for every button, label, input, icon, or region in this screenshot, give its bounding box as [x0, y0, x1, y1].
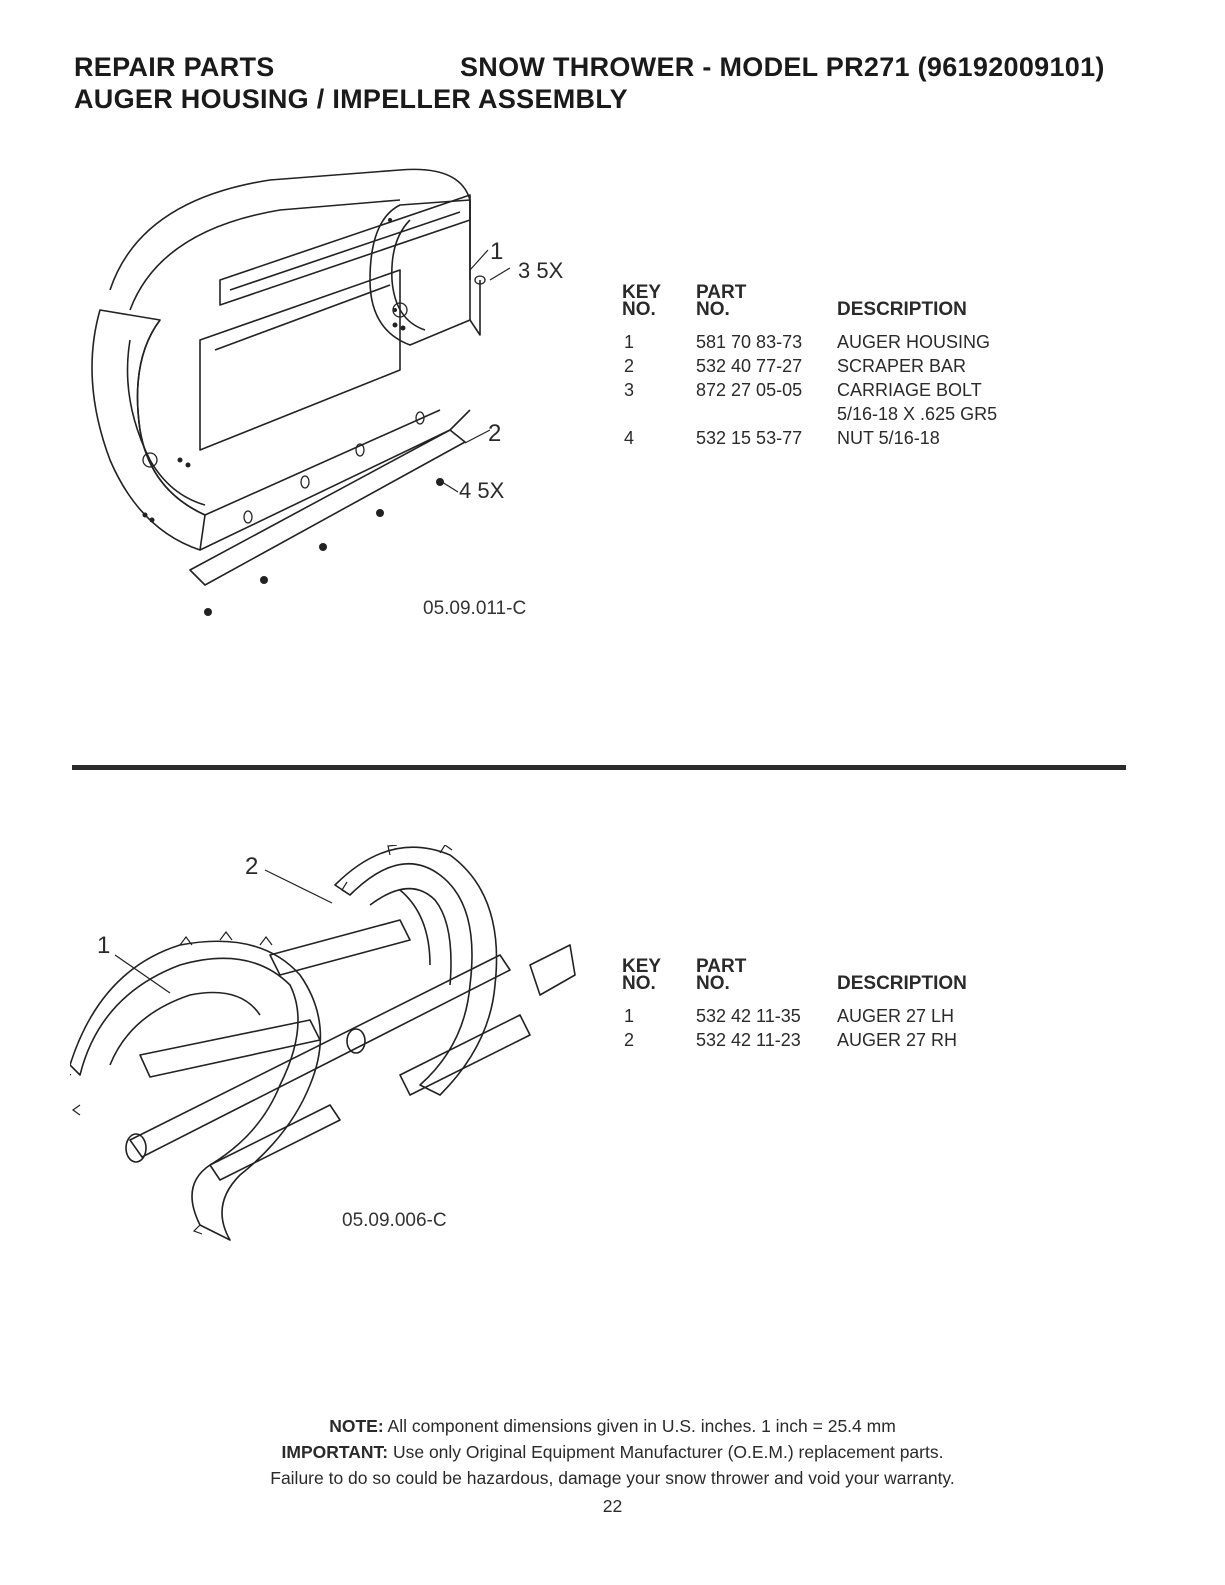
col-key-1: KEY — [622, 282, 662, 303]
figure-ref-2: 05.09.006-C — [342, 1210, 447, 1231]
row-part: 581 70 83-73 — [696, 332, 803, 352]
row-desc-cont: 5/16-18 X .625 GR5 — [837, 404, 998, 424]
callout-3: 3 5X — [518, 258, 563, 284]
callout-2b: 2 — [245, 853, 259, 880]
row-part: 532 40 77-27 — [696, 356, 803, 376]
callout-3-qty: 5X — [536, 258, 564, 283]
callout-3-key: 3 — [518, 258, 531, 283]
callout-1: 1 — [490, 238, 504, 265]
figure-ref: 05.09.011-C — [423, 598, 527, 619]
row-desc: AUGER HOUSING — [837, 332, 991, 352]
warning-line: Failure to do so could be hazardous, dam… — [270, 1468, 955, 1488]
parts-table-auger: KEY NO. PART NO. DESCRIPTION 1 532 42 11… — [622, 957, 1042, 1067]
row-key: 1 — [624, 1006, 635, 1026]
row-key: 4 — [624, 428, 635, 448]
section-divider — [72, 765, 1126, 770]
callout-2: 2 — [488, 420, 502, 447]
callout-4: 4 5X — [459, 478, 504, 504]
row-desc: AUGER 27 RH — [837, 1030, 958, 1050]
row-part: 532 15 53-77 — [696, 428, 803, 448]
row-desc: CARRIAGE BOLT — [837, 380, 982, 400]
assembly-title: AUGER HOUSING / IMPELLER ASSEMBLY — [74, 84, 628, 114]
row-desc: AUGER 27 LH — [837, 1006, 955, 1026]
auger-impeller-drawing — [70, 845, 576, 1241]
row-part: 532 42 11-23 — [696, 1030, 801, 1050]
row-desc: SCRAPER BAR — [837, 356, 967, 376]
row-part: 872 27 05-05 — [696, 380, 803, 400]
row-key: 1 — [624, 332, 635, 352]
row-key: 2 — [624, 356, 635, 376]
page-number: 22 — [602, 1496, 623, 1516]
model-title: SNOW THROWER - MODEL PR271 (96192009101) — [460, 52, 1105, 82]
col-part-2: NO. — [696, 299, 730, 320]
section-title: REPAIR PARTS — [74, 52, 275, 82]
callout-4-qty: 5X — [477, 478, 505, 503]
important-line: IMPORTANT: Use only Original Equipment M… — [0, 1442, 1225, 1463]
col-desc: DESCRIPTION — [837, 973, 967, 994]
col-part-2: NO. — [696, 973, 730, 994]
auger-housing-drawing — [91, 168, 511, 616]
note-line: NOTE: All component dimensions given in … — [0, 1416, 1225, 1437]
col-part-1: PART — [696, 956, 747, 977]
callout-4-key: 4 — [459, 478, 472, 503]
parts-table-housing: KEY NO. PART NO. DESCRIPTION 1 581 70 83… — [622, 283, 1042, 463]
col-key-2: NO. — [622, 299, 656, 320]
col-key-2: NO. — [622, 973, 656, 994]
important-text: Use only Original Equipment Manufacturer… — [388, 1442, 944, 1462]
note-text: All component dimensions given in U.S. i… — [383, 1416, 896, 1436]
row-desc: NUT 5/16-18 — [837, 428, 940, 448]
col-part-1: PART — [696, 282, 747, 303]
col-desc: DESCRIPTION — [837, 299, 967, 320]
row-key: 3 — [624, 380, 635, 400]
row-part: 532 42 11-35 — [696, 1006, 801, 1026]
important-label: IMPORTANT: — [281, 1442, 389, 1462]
note-label: NOTE: — [329, 1416, 384, 1436]
callout-1b: 1 — [97, 932, 111, 959]
col-key-1: KEY — [622, 956, 662, 977]
row-key: 2 — [624, 1030, 635, 1050]
